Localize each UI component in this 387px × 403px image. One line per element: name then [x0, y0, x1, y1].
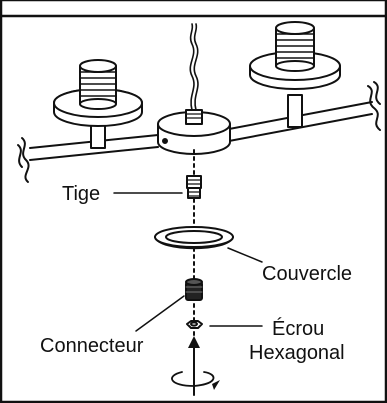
cover-part: [154, 226, 234, 250]
connector-leader: [135, 295, 185, 332]
rotation-arrow: [171, 336, 220, 396]
left-socket: [53, 59, 143, 149]
label-connector: Connecteur: [40, 335, 144, 357]
cover-leader: [227, 247, 263, 263]
center-hub: [157, 109, 231, 155]
label-nut-line2: Hexagonal: [249, 342, 345, 364]
connector-part: [185, 278, 203, 301]
break-mark-right: [367, 85, 381, 131]
hex-nut-part: [186, 320, 203, 329]
wires: [189, 23, 199, 111]
label-nut-line1: Écrou: [272, 317, 324, 340]
rod-part: [186, 175, 202, 199]
label-rod: Tige: [62, 183, 100, 205]
break-mark-left: [21, 137, 30, 183]
right-socket: [249, 21, 341, 128]
label-cover: Couvercle: [262, 263, 352, 285]
